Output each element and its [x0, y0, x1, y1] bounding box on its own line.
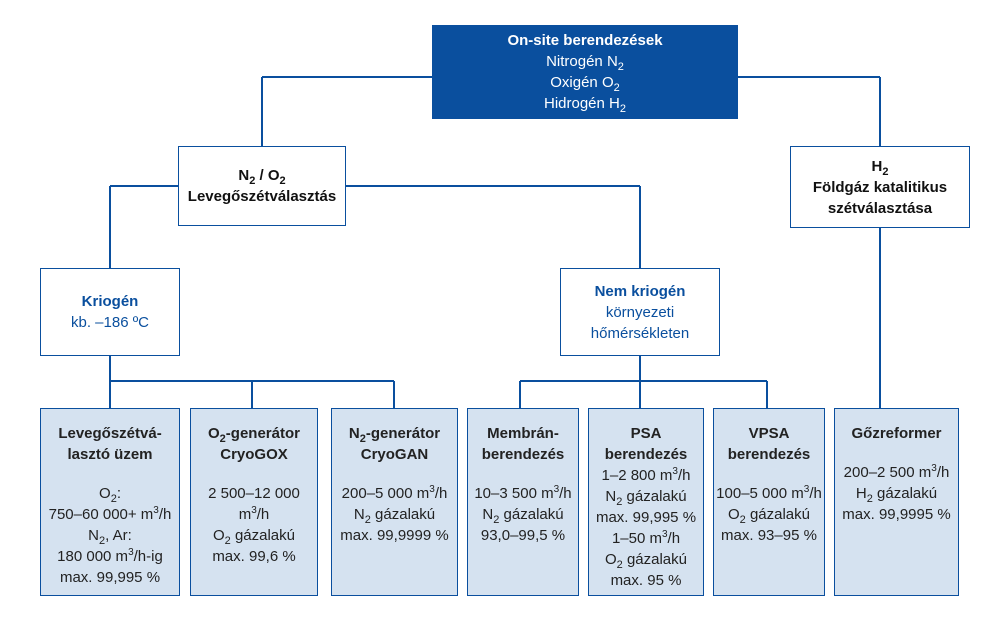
leaf-line: H2 gázalakú	[855, 485, 938, 505]
hydrogen-branch-line2: szétválasztása	[827, 199, 933, 217]
hydrogen-branch-node: H2 Földgáz katalitikus szétválasztása	[790, 146, 970, 228]
leaf-vpsa: VPSA berendezés 100–5 000 m3/h O2 gázala…	[713, 408, 825, 596]
non-cryogenic-line2: hőmérsékleten	[590, 324, 690, 342]
leaf-line: O2 gázalakú	[604, 551, 687, 571]
root-line-nitrogen: Nitrogén N2	[546, 53, 624, 73]
root-line-oxygen: Oxigén O2	[550, 74, 620, 94]
root-line-hydrogen: Hidrogén H2	[544, 95, 626, 115]
leaf-title: PSA	[630, 425, 662, 442]
non-cryogenic-line1: környezeti	[605, 303, 675, 321]
leaf-line: max. 99,9999 %	[340, 527, 449, 544]
leaf-line: 1–50 m3/h	[611, 529, 681, 548]
leaf-line: max. 99,995 %	[595, 509, 697, 526]
leaf-line: 200–5 000 m3/h	[341, 484, 448, 503]
leaf-title: Levegőszétvá-	[58, 425, 162, 442]
leaf-line: N2, Ar:	[88, 527, 132, 547]
leaf-line: N2 gázalakú	[482, 506, 564, 526]
leaf-line: 93,0–99,5 %	[480, 527, 566, 544]
leaf-title: Gőzreformer	[851, 425, 942, 442]
leaf-title: VPSA	[748, 425, 790, 442]
leaf-title: Membrán-	[487, 425, 559, 442]
air-separation-node: N2 / O2 Levegőszétválasztás	[178, 146, 346, 226]
hydrogen-branch-line1: Földgáz katalitikus	[812, 178, 948, 196]
leaf-line: 2 500–12 000 m3/h	[208, 485, 300, 523]
leaf-o2-generator: O2-generátor CryoGOX 2 500–12 000 m3/h O…	[190, 408, 318, 596]
leaf-title: lasztó üzem	[67, 446, 153, 463]
air-separation-title: N2 / O2	[238, 167, 286, 187]
leaf-title: O2-generátor	[208, 425, 300, 445]
leaf-air-separation-plant: Levegőszétvá- lasztó üzem O2: 750–60 000…	[40, 408, 180, 596]
leaf-line: max. 93–95 %	[721, 527, 817, 544]
leaf-line: O2 gázalakú	[212, 527, 295, 547]
leaf-membrane: Membrán- berendezés 10–3 500 m3/h N2 gáz…	[467, 408, 579, 596]
non-cryogenic-title: Nem kriogén	[594, 282, 686, 300]
leaf-title: N2-generátor	[348, 425, 441, 445]
leaf-line: 200–2 500 m3/h	[843, 463, 950, 482]
cryogenic-subtitle: kb. –186 ºC	[70, 314, 150, 331]
leaf-line: O2 gázalakú	[727, 506, 810, 526]
leaf-title: berendezés	[604, 446, 688, 463]
leaf-line: max. 99,6 %	[212, 548, 296, 565]
air-separation-subtitle: Levegőszétválasztás	[187, 188, 337, 205]
leaf-line: max. 99,9995 %	[842, 506, 951, 523]
leaf-line: 1–2 800 m3/h	[601, 466, 691, 485]
hydrogen-branch-title: H2	[871, 157, 889, 178]
leaf-line: 180 000 m3/h-ig	[57, 547, 163, 566]
leaf-title: berendezés	[481, 446, 565, 463]
leaf-n2-generator: N2-generátor CryoGAN 200–5 000 m3/h N2 g…	[331, 408, 458, 596]
leaf-line: max. 95 %	[610, 572, 682, 589]
leaf-psa: PSA berendezés 1–2 800 m3/h N2 gázalakú …	[588, 408, 704, 596]
leaf-line: 10–3 500 m3/h	[474, 484, 572, 503]
leaf-line: O2:	[99, 485, 121, 505]
root-title: On-site berendezések	[507, 32, 663, 49]
leaf-line: 750–60 000+ m3/h	[48, 505, 172, 524]
leaf-title: CryoGOX	[220, 446, 288, 463]
leaf-line: max. 99,995 %	[59, 569, 161, 586]
leaf-line: 100–5 000 m3/h	[716, 484, 822, 503]
non-cryogenic-node: Nem kriogén környezeti hőmérsékleten	[560, 268, 720, 356]
leaf-line: N2 gázalakú	[353, 506, 436, 526]
leaf-steam-reformer: Gőzreformer 200–2 500 m3/h H2 gázalakú m…	[834, 408, 959, 596]
leaf-title: CryoGAN	[360, 446, 429, 463]
leaf-line: N2 gázalakú	[605, 488, 687, 508]
leaf-title: berendezés	[727, 446, 811, 463]
root-node: On-site berendezések Nitrogén N2 Oxigén …	[432, 25, 738, 119]
cryogenic-node: Kriogén kb. –186 ºC	[40, 268, 180, 356]
cryogenic-title: Kriogén	[81, 293, 139, 310]
